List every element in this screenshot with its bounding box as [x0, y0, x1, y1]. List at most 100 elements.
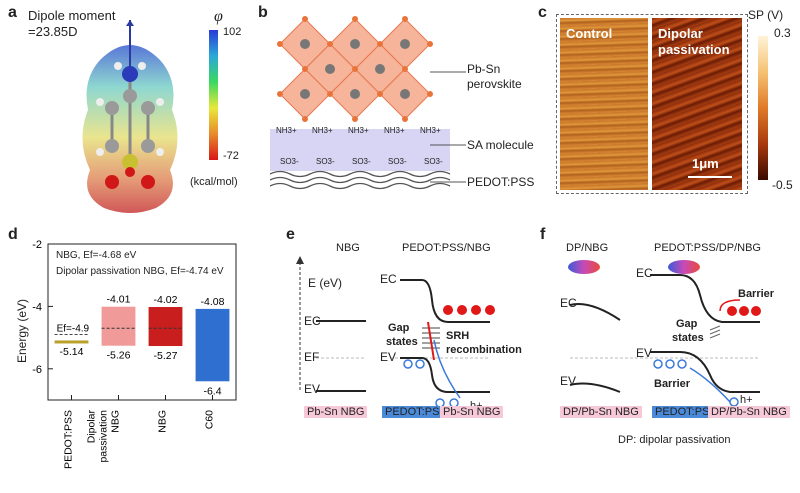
f-ev-right: EV: [636, 346, 653, 360]
perovskite-schematic: [270, 16, 451, 190]
e-srh-2: recombination: [446, 344, 522, 356]
kpfm-map-control: [560, 18, 648, 190]
band-diagram-e: [296, 256, 495, 408]
bottom-label-0: -5.14: [60, 346, 84, 358]
kpfm-control-label: Control: [566, 26, 613, 41]
bottom-label-2: -5.27: [154, 350, 178, 362]
e-col-nbg: NBG: [336, 242, 360, 254]
leader-lines: [430, 71, 466, 183]
bar-3: [195, 308, 230, 382]
f-col-dp-nbg: DP/NBG: [566, 242, 609, 254]
esp-scale-max: 102: [223, 26, 242, 38]
kpfm-scalebar-label: 1μm: [692, 156, 719, 171]
kpfm-map-dipolar: [652, 18, 742, 190]
panel-label-c: c: [538, 4, 547, 21]
esp-scale-min: -72: [223, 150, 239, 162]
y-tick-label-1: -4: [32, 301, 42, 313]
sa-molecule-layer: [270, 129, 450, 171]
sa-so3-5: SO3-: [424, 157, 443, 166]
e-ec-right: EC: [380, 272, 397, 286]
legend-dipolar-ef: Dipolar passivation NBG, Ef=-4.74 eV: [56, 266, 224, 277]
f-hole-label: h+: [740, 394, 753, 406]
esp-molecule-illustration: [82, 20, 178, 213]
f-bottom-dp-nbg-2: DP/Pb-Sn NBG: [708, 406, 790, 418]
e-bottom-nbg-2: Pb-Sn NBG: [440, 406, 504, 418]
f-bottom-dp-nbg: DP/Pb-Sn NBG: [560, 406, 642, 418]
y-tick-label-0: -2: [32, 239, 42, 251]
label-pbsn: Pb-Sn: [467, 62, 501, 76]
sp-color-scale: [758, 36, 768, 180]
pedot-ef-label: Ef=-4.9: [57, 323, 90, 334]
panel-label-b: b: [258, 4, 268, 21]
top-label-1: -4.01: [107, 294, 131, 306]
f-barrier-top: Barrier: [738, 288, 775, 300]
f-bottom-pedot: PEDOT:PSS: [652, 406, 720, 418]
phi-symbol: φ: [214, 8, 223, 25]
sa-so3-1: SO3-: [280, 157, 299, 166]
sa-so3-2: SO3-: [316, 157, 335, 166]
sp-scale-max: 0.3: [774, 26, 791, 40]
kpfm-dipolar-label-1: Dipolar: [658, 26, 703, 41]
y-tick-label-2: -6: [32, 364, 42, 376]
category-label-1-0: Dipolar: [86, 409, 98, 443]
f-barrier-bottom: Barrier: [654, 378, 691, 390]
e-srh-1: SRH: [446, 330, 470, 342]
panel-label-e: e: [286, 226, 295, 243]
panel-label-d: d: [8, 226, 18, 243]
panel-label-f: f: [540, 226, 546, 243]
f-col-pedot-dp-nbg: PEDOT:PSS/DP/NBG: [654, 242, 761, 254]
e-ev-left: EV: [304, 382, 321, 396]
kpfm-map-frame: [556, 14, 748, 194]
panel-label-a: a: [8, 4, 17, 21]
f-ec-left: EC: [560, 296, 577, 310]
f-ev-left: EV: [560, 374, 577, 388]
sa-nh3-4: NH3+: [384, 126, 405, 135]
bar-2: [148, 307, 183, 347]
top-label-3: -4.08: [201, 296, 225, 308]
category-label-1-1: passivation: [98, 410, 110, 463]
f-gap-states-1: Gap: [676, 318, 698, 330]
top-label-2: -4.02: [154, 294, 178, 306]
f-gap-states-2: states: [672, 332, 704, 344]
e-gap-states-1: Gap: [388, 322, 410, 334]
kpfm-dipolar-label-2: passivation: [658, 42, 730, 57]
sp-scale-title: SP (V): [748, 8, 784, 22]
sa-so3-3: SO3-: [352, 157, 371, 166]
sa-nh3-2: NH3+: [312, 126, 333, 135]
legend-nbg-ef: NBG, Ef=-4.68 eV: [56, 250, 137, 261]
plot-frame: [47, 243, 237, 401]
bottom-label-1: -5.26: [107, 350, 131, 362]
e-ef-left: EF: [304, 350, 320, 364]
label-perovskite: perovskite: [467, 77, 522, 91]
e-bottom-pedot: PEDOT:PSS: [382, 406, 450, 418]
pedot-pss-waves: [270, 170, 451, 190]
e-ec-left: EC: [304, 314, 321, 328]
dipole-moment-title: Dipole moment: [28, 8, 116, 23]
kpfm-scalebar: [688, 176, 732, 178]
sp-scale-min: -0.5: [772, 178, 793, 192]
category-label-2-0: NBG: [157, 410, 169, 433]
f-ec-right: EC: [636, 266, 653, 280]
dipole-moment-value: =23.85D: [28, 24, 78, 39]
sa-nh3-5: NH3+: [420, 126, 441, 135]
esp-color-scale: [209, 30, 218, 160]
bar-0: [54, 340, 89, 344]
label-sa-molecule: SA molecule: [467, 138, 534, 152]
category-label-1-2: NBG: [110, 410, 122, 433]
bar-1: [101, 306, 136, 346]
label-pedot-pss: PEDOT:PSS: [467, 175, 535, 189]
category-label-3-0: C60: [204, 410, 216, 429]
e-axis-label: E (eV): [308, 276, 343, 290]
band-diagram-f: [568, 260, 761, 407]
sa-nh3-1: NH3+: [276, 126, 297, 135]
category-label-0-0: PEDOT:PSS: [63, 410, 75, 469]
esp-scale-unit: (kcal/mol): [190, 176, 238, 188]
bottom-label-3: -6.4: [203, 385, 221, 397]
f-footnote: DP: dipolar passivation: [618, 434, 731, 446]
sa-nh3-3: NH3+: [348, 126, 369, 135]
e-col-pedot-nbg: PEDOT:PSS/NBG: [402, 242, 491, 254]
e-bottom-nbg: Pb-Sn NBG: [304, 406, 368, 418]
e-gap-states-2: states: [386, 336, 418, 348]
sa-so3-4: SO3-: [388, 157, 407, 166]
e-ev-right: EV: [380, 350, 397, 364]
